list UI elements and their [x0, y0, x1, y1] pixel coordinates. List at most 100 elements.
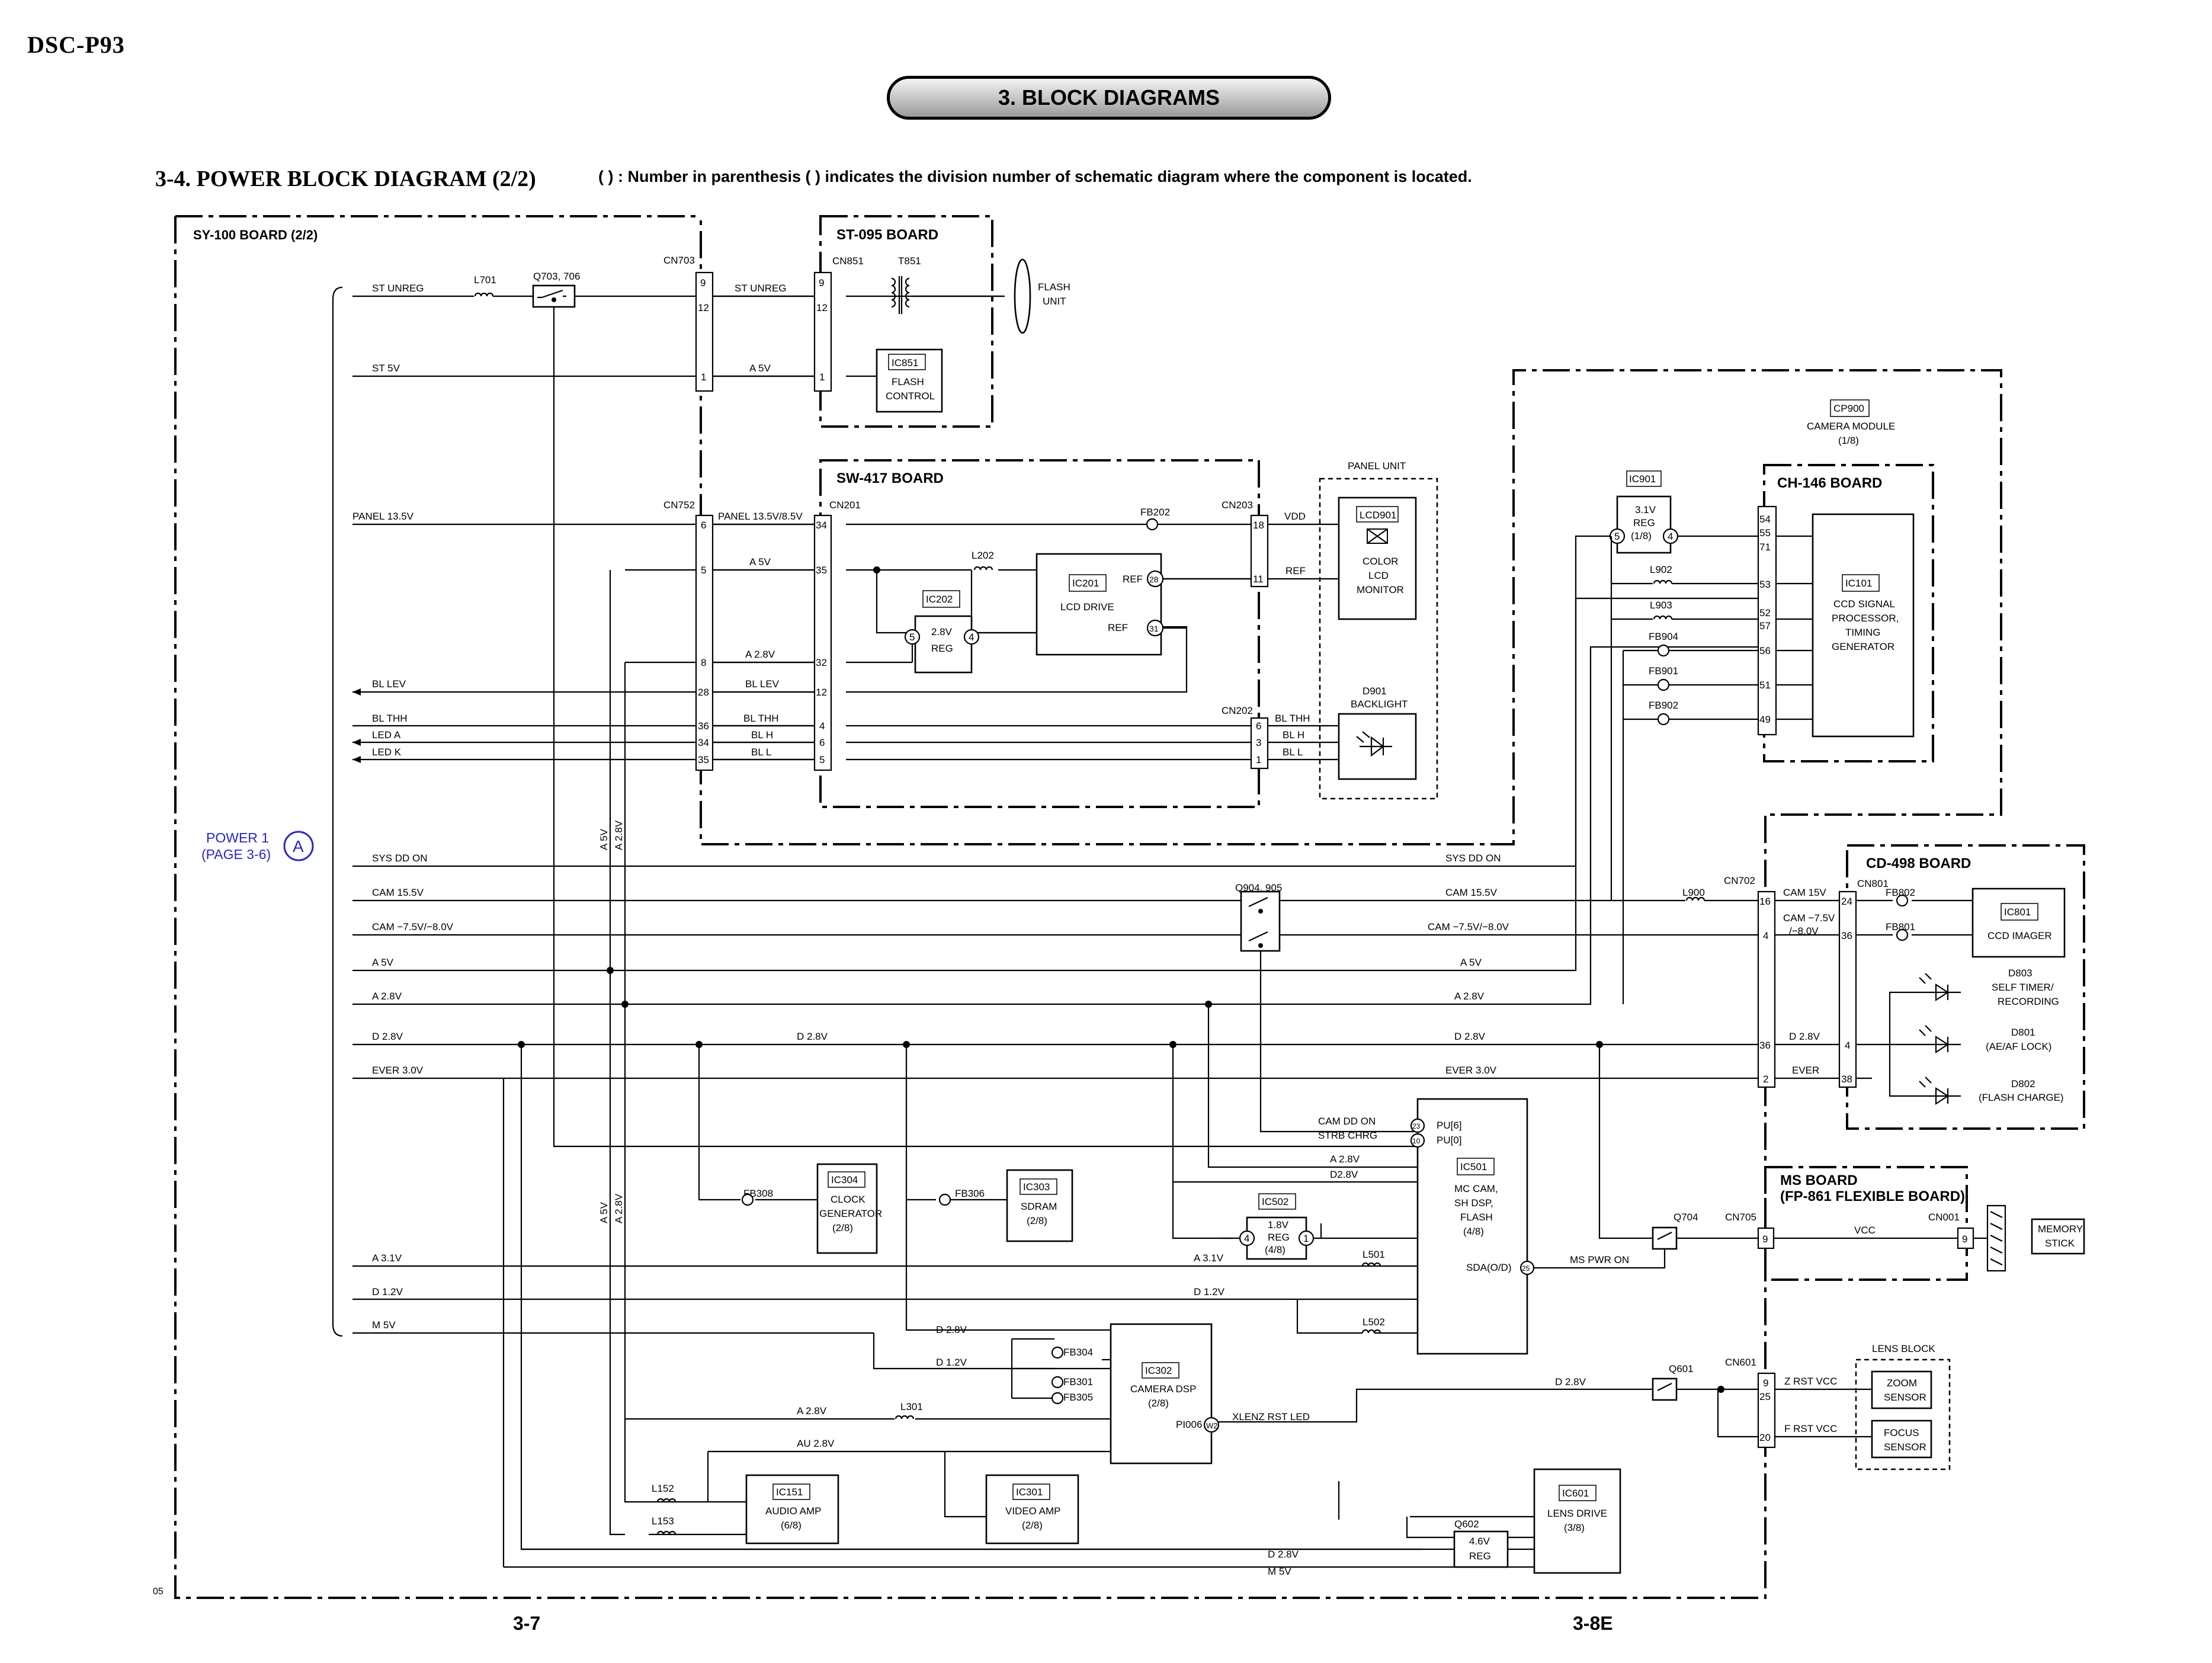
ic302-pin-w2-num: W2 — [1206, 1421, 1218, 1430]
cd498-feeds — [1856, 899, 1973, 1097]
ic901-id-box — [1626, 470, 1662, 487]
svg-text:12: 12 — [816, 687, 827, 698]
cn202-label: CN202 — [1222, 705, 1253, 716]
l701-label: L701 — [474, 274, 496, 286]
ever-right-label: EVER 3.0V — [1445, 1065, 1497, 1076]
svg-text:52: 52 — [1759, 607, 1771, 619]
ic501-label-2: SH DSP, — [1454, 1197, 1493, 1209]
d801-label: (AE/AF LOCK) — [1986, 1041, 2051, 1052]
ch146-connector — [1757, 505, 1777, 736]
fb304-bead — [1051, 1346, 1064, 1359]
cam-dd-label: CAM DD ON — [1318, 1116, 1376, 1127]
ic502-id: IC502 — [1262, 1196, 1288, 1207]
cn601-pin-20: 20 — [1759, 1432, 1771, 1443]
cp900-label-1: CAMERA MODULE — [1807, 421, 1895, 432]
ic501-id-box — [1457, 1158, 1495, 1175]
power-ref-line2: (PAGE 3-6) — [201, 847, 271, 862]
board-title-cd498: CD-498 BOARD — [1866, 855, 1971, 871]
section-banner: 3. BLOCK DIAGRAMS — [887, 76, 1331, 120]
cn702-pin-16: 16 — [1759, 896, 1771, 907]
cn601-pin-9: 9 — [1763, 1377, 1768, 1389]
svg-text:CAM −7.5V/−8.0V: CAM −7.5V/−8.0V — [372, 921, 454, 933]
ic851-label-1: FLASH — [892, 376, 924, 387]
cn851-pin-9: 9 — [819, 277, 824, 289]
zrst-label: Z RST VCC — [1784, 1376, 1837, 1387]
flash-unit-label-1: FLASH — [1038, 281, 1070, 293]
ic202-label-2: REG — [931, 643, 953, 654]
ic201-id: IC201 — [1072, 578, 1099, 589]
fb202-bead — [1146, 518, 1159, 531]
lcd901-label-3: MONITOR — [1357, 584, 1404, 595]
ms-pwr-line — [1534, 1247, 1666, 1269]
junction-a28v — [621, 1001, 629, 1008]
corner-code: 05 — [153, 1587, 164, 1597]
ic304-label-2: GENERATOR — [819, 1208, 882, 1219]
svg-text:CAM 15.5V: CAM 15.5V — [372, 887, 424, 898]
d28v-ic302-label: D 2.8V — [936, 1324, 967, 1335]
lcd901-id-box — [1356, 506, 1399, 523]
cn702-label: CN702 — [1724, 875, 1755, 886]
lcd901-id: LCD901 — [1360, 510, 1396, 521]
fb904-label: FB904 — [1649, 631, 1678, 642]
svg-text:BL H: BL H — [751, 729, 773, 741]
cn201-label: CN201 — [829, 499, 861, 511]
vdd-label: VDD — [1284, 511, 1306, 522]
svg-text:71: 71 — [1759, 541, 1771, 553]
ic501-id: IC501 — [1460, 1161, 1487, 1172]
strb-label: STRB CHRG — [1318, 1130, 1377, 1141]
svg-text:32: 32 — [816, 657, 827, 668]
svg-text:EVER 3.0V: EVER 3.0V — [372, 1065, 424, 1076]
fb202-label: FB202 — [1140, 507, 1170, 518]
fb306-label: FB306 — [955, 1188, 985, 1199]
svg-text:6: 6 — [819, 737, 825, 748]
cn703-label: CN703 — [663, 255, 695, 266]
ic501-pin-23-num: 23 — [1412, 1122, 1421, 1130]
bus-lines — [352, 295, 1765, 1334]
cp900-id: CP900 — [1833, 403, 1864, 414]
cam15b-label: CAM 15V — [1783, 887, 1826, 898]
vertical-a28v-label-2: A 2.8V — [613, 1193, 624, 1223]
t851-label: T851 — [898, 255, 921, 267]
au28-label: AU 2.8V — [797, 1438, 835, 1449]
ic201-id-box — [1069, 574, 1107, 592]
svg-text:35: 35 — [816, 565, 827, 576]
arrow-bl-lev — [352, 688, 361, 696]
d28v-mid-label: D 2.8V — [797, 1031, 828, 1042]
ic501-pin-25-num: 25 — [1522, 1264, 1530, 1273]
q704-symbol — [1657, 1232, 1672, 1240]
xlenz-label: XLENZ RST LED — [1232, 1411, 1310, 1422]
vertical-a5v-label-2: A 5V — [598, 1201, 610, 1223]
cn703-pin-12: 12 — [698, 302, 709, 313]
fb308-bead — [741, 1193, 754, 1206]
fb304-label: FB304 — [1063, 1347, 1093, 1358]
ic201-ref-label: REF — [1123, 573, 1143, 585]
heading-note: ( ) : Number in parenthesis ( ) indicate… — [598, 168, 1472, 185]
board-title-st095: ST-095 BOARD — [836, 227, 938, 243]
q703-switch-symbol — [537, 289, 566, 299]
ic304-id: IC304 — [831, 1174, 858, 1185]
flash-tube — [1014, 258, 1031, 334]
arrow-led-k — [352, 756, 361, 763]
bl-l-panel-label: BL L — [1283, 746, 1303, 758]
board-title-sw417: SW-417 BOARD — [836, 470, 944, 486]
cn601-pin-25: 25 — [1759, 1391, 1771, 1402]
ic202-label-1: 2.8V — [931, 626, 953, 637]
ic301-label-2: (2/8) — [1022, 1520, 1043, 1531]
lens-block-label: LENS BLOCK — [1872, 1343, 1935, 1354]
a5v-mid-label: A 5V — [749, 363, 771, 374]
ic201-pin-31-num: 31 — [1149, 624, 1159, 633]
ic101-label-1: CCD SIGNAL — [1833, 598, 1895, 610]
ic151-id-box — [772, 1483, 810, 1500]
ic101-label-2: PROCESSOR, — [1832, 613, 1899, 624]
panel-unit-label: PANEL UNIT — [1348, 460, 1406, 472]
junction-d28-4 — [1169, 1041, 1176, 1048]
ic901-id: IC901 — [1629, 473, 1656, 485]
ic502-label-2: REG — [1268, 1232, 1290, 1243]
cam75b2-label: /−8.0V — [1789, 925, 1819, 937]
cn203-connector — [1250, 514, 1269, 588]
q602-label-1: 4.6V — [1469, 1536, 1490, 1547]
q703-switch-dot — [552, 297, 556, 302]
a28v-right-label: A 2.8V — [1454, 991, 1485, 1002]
cn752-cn201-labels: PANEL 13.5V/8.5V A 5V A 2.8V BL LEV BL T… — [713, 511, 815, 761]
d901-label: BACKLIGHT — [1351, 698, 1408, 710]
